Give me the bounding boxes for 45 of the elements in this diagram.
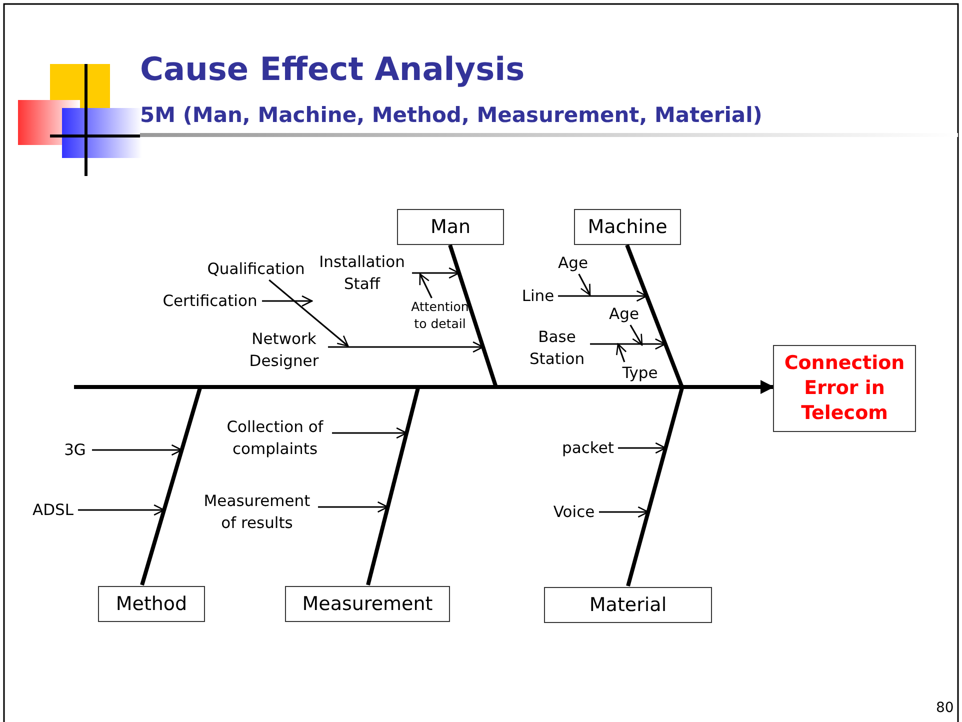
cause-arrow (599, 506, 649, 518)
category-box: Man (397, 209, 504, 245)
category-box: Material (544, 587, 712, 623)
cause-arrow (412, 267, 460, 279)
cause-label: Age (604, 303, 644, 325)
cause-label: Voice (549, 501, 599, 523)
cause-label: Base Station (524, 326, 590, 370)
cause-arrow (419, 273, 432, 298)
cause-label: Installation Staff (312, 251, 412, 295)
cause-label: packet (558, 437, 618, 459)
category-box: Method (98, 586, 205, 622)
cause-label: Attention to detail (405, 298, 475, 332)
cause-arrow (616, 343, 627, 362)
category-box: Machine (574, 209, 681, 245)
bone-line (142, 388, 200, 585)
cause-label: Network Designer (240, 328, 328, 372)
cause-label: Certification (158, 290, 262, 312)
page-number: 80 (936, 700, 954, 716)
slide-title: Cause Effect Analysis (140, 50, 525, 88)
cause-arrow (268, 279, 349, 347)
cause-label: Type (620, 362, 660, 384)
cause-label: Line (518, 285, 558, 307)
cause-label: Qualification (200, 258, 312, 280)
cause-arrow (78, 504, 165, 516)
bone-line (368, 388, 418, 585)
cause-arrow (262, 295, 313, 307)
cause-arrow (318, 501, 388, 513)
cause-arrow (618, 442, 666, 454)
cause-arrow (332, 427, 408, 439)
effect-box: Connection Error in Telecom (773, 345, 916, 432)
cause-label: ADSL (28, 499, 78, 521)
cause-arrow (590, 338, 666, 350)
category-box: Measurement (285, 586, 450, 622)
cause-label: Age (553, 252, 593, 274)
slide-subtitle: 5M (Man, Machine, Method, Measurement, Material) (140, 103, 762, 127)
cause-label: Collection of complaints (218, 415, 332, 460)
cause-arrow (328, 341, 484, 353)
cause-label: Measurement of results (196, 489, 318, 534)
cause-arrow (630, 324, 643, 346)
spine-arrow (74, 380, 774, 394)
cause-arrow (92, 444, 182, 456)
cause-arrow (558, 290, 648, 302)
cause-label: 3G (58, 439, 92, 461)
bone-line (628, 388, 682, 586)
cause-arrow (578, 274, 591, 296)
